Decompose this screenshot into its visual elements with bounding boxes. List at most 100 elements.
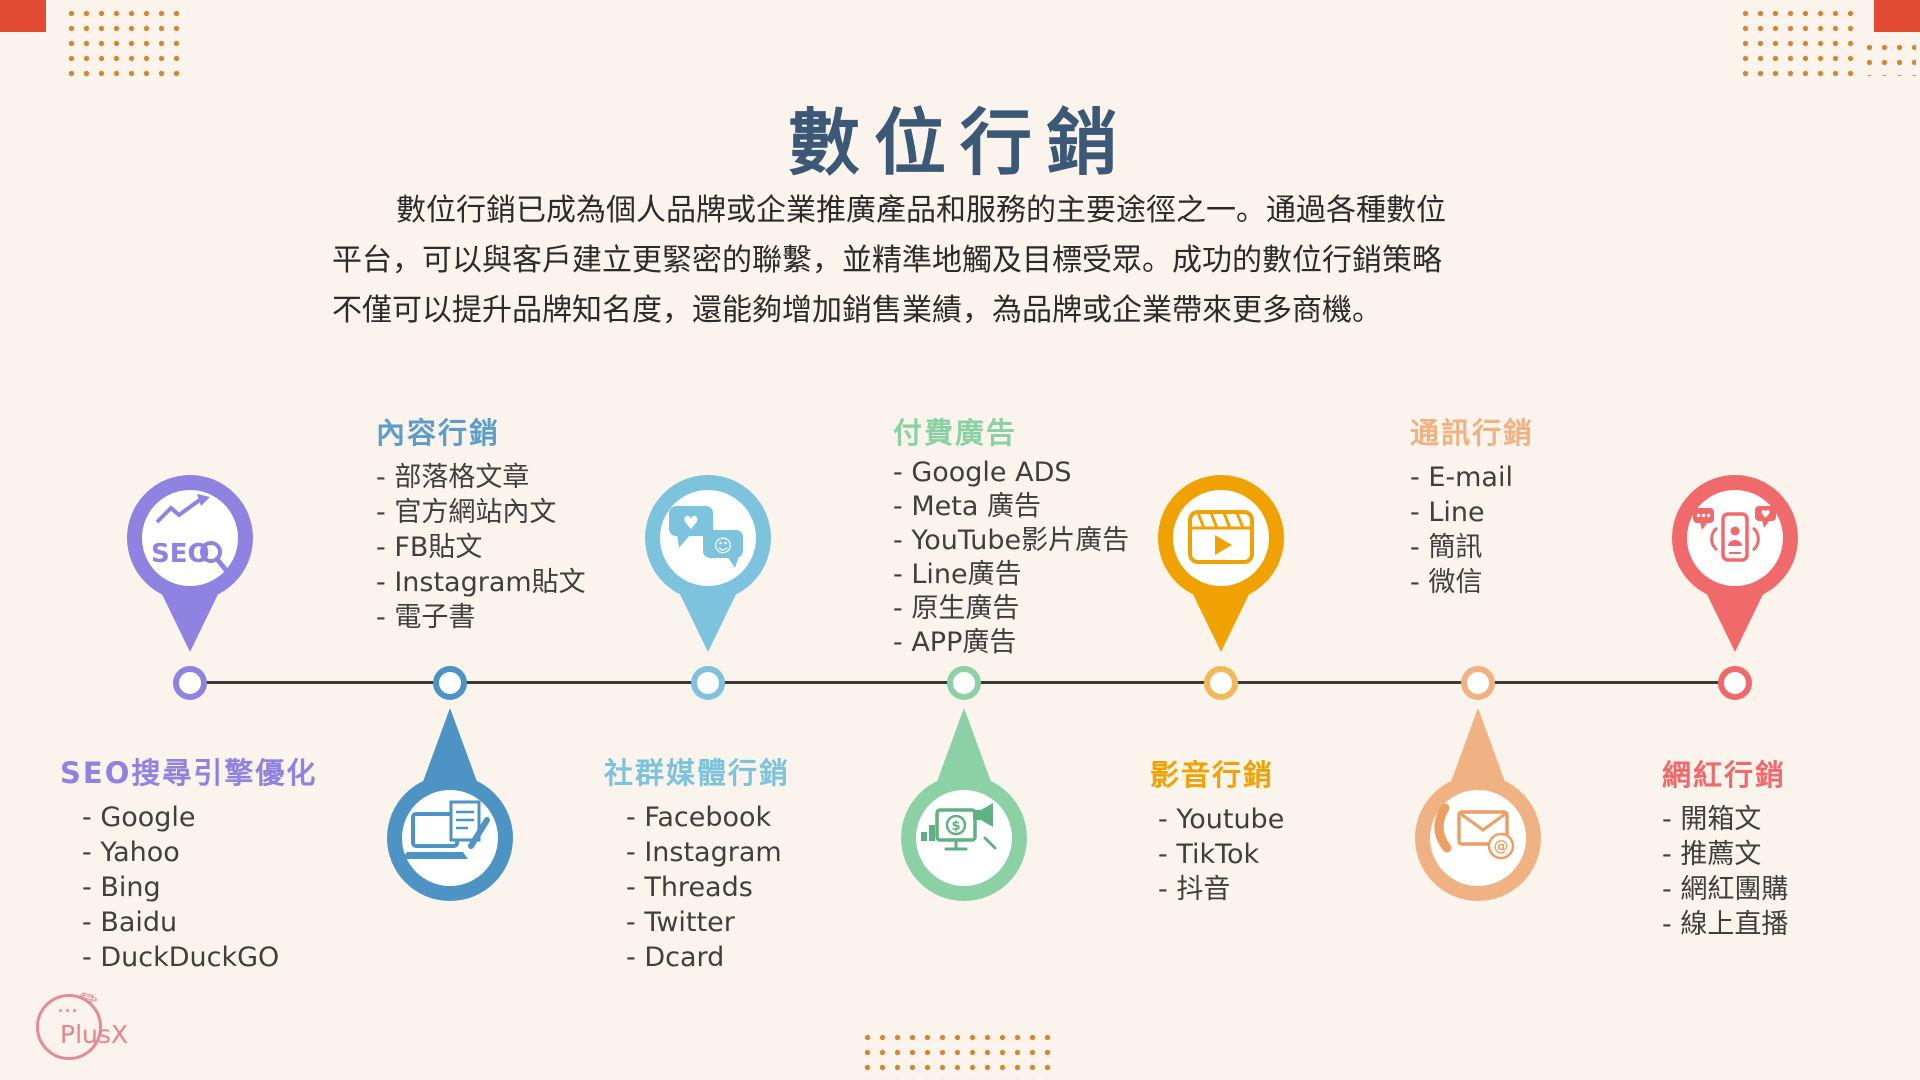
- list-item: - Instagram: [626, 837, 782, 868]
- category-paid-list: - Google ADS - Meta 廣告 - YouTube影片廣告 - L…: [893, 456, 1129, 660]
- category-paid: 付費廣告 - Google ADS - Meta 廣告 - YouTube影片廣…: [893, 410, 1129, 660]
- list-item: - 簡訊: [1410, 532, 1483, 563]
- clapperboard-icon: [1188, 510, 1254, 564]
- category-comm-list: - E-mail - Line - 簡訊 - 微信: [1410, 460, 1534, 600]
- category-video: 影音行銷 - Youtube - TikTok - 抖音: [1150, 752, 1284, 907]
- category-paid-title: 付費廣告: [893, 416, 1018, 450]
- list-item: - E-mail: [1410, 462, 1513, 493]
- bar-chart-icon: [921, 832, 927, 841]
- list-item: - Bing: [82, 872, 161, 903]
- list-item: - 推薦文: [1662, 839, 1762, 870]
- heart-glyph: ♥: [1761, 508, 1771, 521]
- corner-square-top-left: [0, 0, 46, 32]
- dot-grid-top-right-edge: [1862, 40, 1916, 76]
- speech-bubble-icon: [669, 506, 713, 536]
- list-item: - Meta 廣告: [893, 491, 1041, 522]
- timeline-node-influencer: [1718, 666, 1752, 700]
- list-item: - Dcard: [626, 942, 725, 973]
- list-item: - DuckDuckGO: [82, 942, 280, 973]
- megaphone-icon: [979, 803, 993, 827]
- category-comm-title: 通訊行銷: [1410, 416, 1535, 450]
- category-influencer-list: - 開箱文 - 推薦文 - 網紅團購 - 線上直播: [1662, 802, 1788, 942]
- heart-glyph: ♥: [683, 513, 699, 534]
- category-video-title: 影音行銷: [1150, 758, 1275, 792]
- category-social-list: - Facebook - Instagram - Threads - Twitt…: [604, 800, 790, 975]
- timeline-node-social: [691, 666, 725, 700]
- logo-text: PlusX: [60, 1020, 129, 1049]
- comm-email-drop-icon: @: [1403, 706, 1553, 911]
- list-item: - Facebook: [626, 802, 772, 833]
- timeline-node-seo: [173, 666, 207, 700]
- category-influencer-title: 網紅行銷: [1662, 758, 1787, 792]
- list-item: - 電子書: [376, 602, 476, 633]
- timeline-node-content: [433, 666, 467, 700]
- list-item: - Instagram貼文: [376, 567, 586, 598]
- person-icon: [1730, 526, 1740, 536]
- seo-icon-label: SEO: [151, 539, 210, 569]
- list-item: - Youtube: [1158, 804, 1285, 835]
- dot-grid-top-right: [1738, 6, 1856, 78]
- logo: ... ✎ PlusX: [36, 983, 196, 1068]
- logo-circle: [36, 994, 102, 1060]
- dot-grid-top-left: [64, 6, 182, 78]
- category-social-title: 社群媒體行銷: [604, 756, 791, 790]
- timeline-node-paid: [947, 666, 981, 700]
- category-content-title: 內容行銷: [376, 416, 501, 450]
- list-item: - Threads: [626, 872, 753, 903]
- pencil-icon: [468, 817, 490, 849]
- smiley-glyph: ☺: [714, 536, 733, 557]
- list-item: - FB貼文: [376, 532, 483, 563]
- signal-arc-icon: [1710, 526, 1719, 552]
- list-item: - 原生廣告: [893, 593, 1020, 624]
- smartphone-icon: [1721, 512, 1749, 562]
- influencer-phone-pin-icon: ♥: [1660, 472, 1810, 659]
- category-seo-title: SEO搜尋引擎優化: [60, 756, 318, 790]
- list-item: - 線上直播: [1662, 909, 1789, 940]
- list-item: - 網紅團購: [1662, 874, 1789, 905]
- list-item: - Google ADS: [893, 457, 1072, 488]
- category-comm: 通訊行銷 - E-mail - Line - 簡訊 - 微信: [1410, 410, 1534, 600]
- logo-ellipsis: ...: [58, 996, 80, 1016]
- seo-pin-icon: SEO: [115, 472, 265, 659]
- heart-bubble-icon: [1755, 506, 1776, 521]
- at-glyph: @: [1494, 837, 1509, 855]
- list-item: - Google: [82, 802, 196, 833]
- speech-bubble-icon: [703, 530, 743, 558]
- intro-line: 不僅可以提升品牌知名度，還能夠增加銷售業績，為品牌或企業帶來更多商機。: [332, 293, 1382, 328]
- chat-bubbles-pin-icon: ♥ ☺: [633, 472, 783, 659]
- timeline-node-video: [1204, 666, 1238, 700]
- signal-arc-icon: [1751, 526, 1760, 552]
- list-item: - 微信: [1410, 567, 1483, 598]
- corner-square-top-right: [1874, 0, 1920, 32]
- list-item: - Baidu: [82, 907, 178, 938]
- dollar-glyph: $: [951, 819, 960, 834]
- paid-ads-drop-icon: $: [889, 706, 1039, 911]
- play-icon: [1215, 535, 1232, 555]
- category-video-list: - Youtube - TikTok - 抖音: [1150, 802, 1284, 907]
- category-seo: SEO搜尋引擎優化 - Google - Yahoo - Bing - Baid…: [60, 750, 317, 975]
- page-title: 數位行銷: [787, 100, 1132, 185]
- magnifier-icon: [200, 541, 222, 563]
- list-item: - Yahoo: [82, 837, 180, 868]
- category-content-list: - 部落格文章 - 官方網站內文 - FB貼文 - Instagram貼文 - …: [376, 460, 586, 635]
- category-seo-list: - Google - Yahoo - Bing - Baidu - DuckDu…: [60, 800, 317, 975]
- category-influencer: 網紅行銷 - 開箱文 - 推薦文 - 網紅團購 - 線上直播: [1662, 752, 1788, 942]
- category-content: 內容行銷 - 部落格文章 - 官方網站內文 - FB貼文 - Instagram…: [376, 410, 586, 635]
- list-item: - 部落格文章: [376, 462, 530, 493]
- list-item: - 開箱文: [1662, 804, 1762, 835]
- list-item: - 官方網站內文: [376, 497, 557, 528]
- document-icon: [449, 800, 481, 842]
- category-social: 社群媒體行銷 - Facebook - Instagram - Threads …: [604, 750, 790, 975]
- content-laptop-drop-icon: [375, 706, 525, 911]
- list-item: - YouTube影片廣告: [893, 525, 1130, 556]
- intro-paragraph: 數位行銷已成為個人品牌或企業推廣產品和服務的主要途徑之一。通過各種數位 平台，可…: [332, 186, 1592, 336]
- intro-line: 數位行銷已成為個人品牌或企業推廣產品和服務的主要途徑之一。通過各種數位: [396, 193, 1446, 228]
- list-item: - Twitter: [626, 907, 735, 938]
- list-item: - Line: [1410, 497, 1485, 528]
- list-item: - 抖音: [1158, 874, 1231, 905]
- list-item: - APP廣告: [893, 627, 1017, 658]
- intro-line: 平台，可以與客戶建立更緊密的聯繫，並精準地觸及目標受眾。成功的數位行銷策略: [332, 243, 1442, 278]
- phone-handset-icon: [1434, 803, 1452, 853]
- video-clapper-pin-icon: [1146, 472, 1296, 659]
